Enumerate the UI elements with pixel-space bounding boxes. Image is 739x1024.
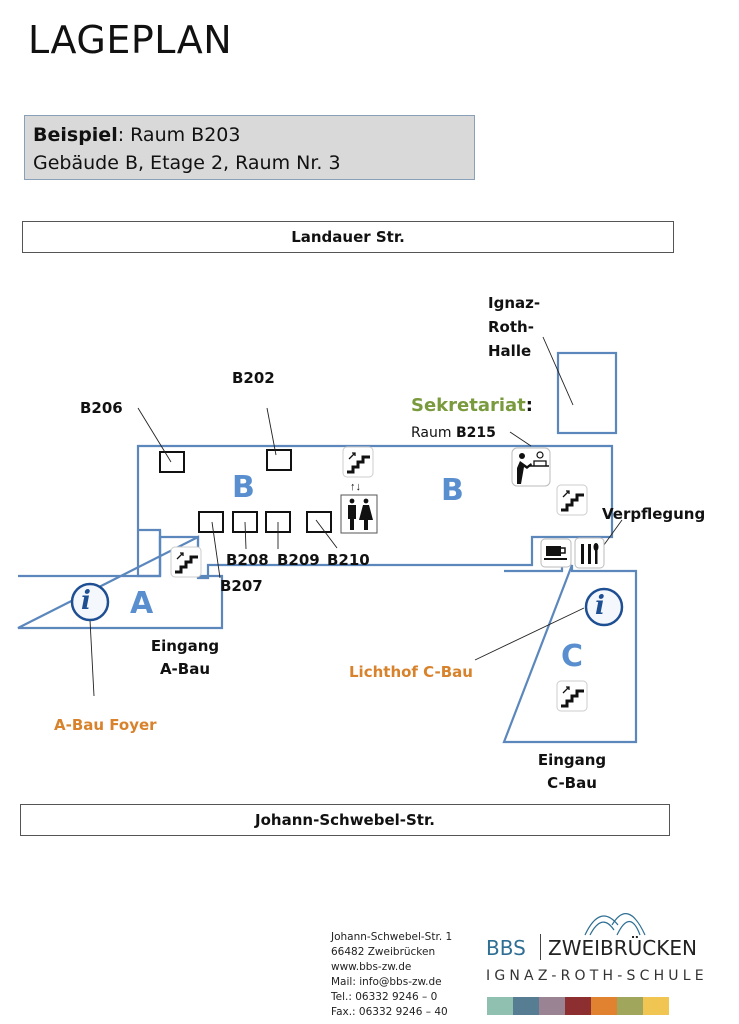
- logo-stripe: [487, 997, 513, 1015]
- street-landauer: Landauer Str.: [22, 221, 674, 253]
- room-b210: [306, 511, 332, 533]
- building-a-outline: [17, 530, 224, 630]
- logo-stripe: [513, 997, 539, 1015]
- info-icon-a: [70, 582, 110, 622]
- logo-city: ZWEIBRÜCKEN: [548, 936, 697, 960]
- building-label-b-left: B: [232, 470, 255, 505]
- entrance-a-line-2: A-Bau: [159, 660, 211, 678]
- logo-stripe: [539, 997, 565, 1015]
- info-icon-c: [584, 587, 624, 627]
- room-b202: [266, 449, 292, 471]
- secretariat-room: Raum B215: [411, 425, 496, 441]
- building-label-b-right: B: [441, 473, 464, 508]
- room-label-b202: B202: [232, 369, 275, 387]
- room-b206: [159, 451, 185, 473]
- secretariat-icon: [511, 447, 551, 487]
- room-label-b209: B209: [277, 551, 320, 569]
- building-label-a: A: [130, 586, 154, 621]
- stairs-icon-a: [169, 545, 203, 579]
- example-line-2: Gebäude B, Etage 2, Raum Nr. 3: [33, 152, 341, 174]
- address-email[interactable]: Mail: info@bbs-zw.de: [331, 976, 442, 988]
- secretariat-room-number: B215: [455, 425, 496, 441]
- elevator-icon: [340, 494, 378, 534]
- logo-stripe: [643, 997, 669, 1015]
- leader-b207: [211, 521, 221, 579]
- address-fax: Fax.: 06332 9246 – 40: [331, 1006, 448, 1018]
- leader-lines: [89, 336, 623, 697]
- logo-stripe: [591, 997, 617, 1015]
- leader-halle: [542, 336, 574, 406]
- hall-label: Ignaz- Roth- Halle: [488, 291, 540, 363]
- foyer-a-label: A-Bau Foyer: [54, 716, 157, 734]
- room-label-b207: B207: [220, 577, 263, 595]
- coffee-icon: [540, 538, 572, 568]
- leader-b202: [266, 407, 277, 456]
- address-phone: Tel.: 06332 9246 – 0: [331, 991, 438, 1003]
- info-letter-a: i: [81, 586, 91, 616]
- entrance-c-line-1: Eingang: [537, 751, 607, 769]
- logo-bbs: BBS: [486, 936, 526, 960]
- room-b207: [198, 511, 224, 533]
- hall-label-line-2: Roth-: [488, 318, 534, 336]
- building-label-c: C: [561, 639, 584, 674]
- leader-lichthof-c: [474, 607, 585, 661]
- logo-arches-icon: [584, 913, 646, 936]
- secretariat-room-prefix: Raum: [411, 425, 456, 441]
- info-letter-c: i: [595, 591, 605, 621]
- secretariat-title-text: Sekretariat: [411, 395, 526, 416]
- logo-separator: [540, 934, 541, 960]
- leader-b215: [509, 431, 532, 447]
- elevator-arrows-icon: ↑↓: [350, 481, 361, 493]
- atrium-c-label: Lichthof C-Bau: [349, 663, 473, 681]
- room-label-b206: B206: [80, 399, 123, 417]
- entrance-c-label: Eingang C-Bau: [537, 749, 607, 795]
- leader-b210: [315, 519, 338, 549]
- room-label-b210: B210: [327, 551, 370, 569]
- leader-foyer-a: [89, 619, 95, 697]
- address-city: 66482 Zweibrücken: [331, 946, 436, 958]
- leader-b208: [244, 521, 247, 550]
- entrance-c-line-2: C-Bau: [547, 774, 597, 792]
- secretariat-title: Sekretariat:: [411, 395, 533, 416]
- logo-stripe: [565, 997, 591, 1015]
- stairs-icon-b-right: [555, 483, 589, 517]
- logo-stripe: [617, 997, 643, 1015]
- example-line-1: Beispiel: Raum B203: [33, 121, 466, 149]
- address-website[interactable]: www.bbs-zw.de: [331, 961, 412, 973]
- stairs-icon-c: [555, 679, 589, 713]
- ignaz-roth-halle-outline: [556, 351, 618, 435]
- footer-address: Johann-Schwebel-Str. 1 66482 Zweibrücken…: [331, 930, 452, 1020]
- entrance-a-label: Eingang A-Bau: [150, 635, 220, 681]
- example-room: : Raum B203: [117, 124, 241, 146]
- hall-label-line-3: Halle: [488, 342, 532, 360]
- catering-label: Verpflegung: [602, 505, 706, 523]
- entrance-a-line-1: Eingang: [150, 637, 220, 655]
- address-street: Johann-Schwebel-Str. 1: [331, 931, 453, 943]
- room-label-b208: B208: [226, 551, 269, 569]
- page-title: LAGEPLAN: [28, 18, 233, 62]
- example-bold-label: Beispiel: [33, 124, 118, 146]
- secretariat-colon: :: [525, 395, 533, 416]
- leader-b206: [137, 407, 172, 463]
- hall-label-line-1: Ignaz-: [488, 294, 541, 312]
- example-box: Beispiel: Raum B203 Gebäude B, Etage 2, …: [24, 115, 475, 180]
- logo-school-name: IGNAZ-ROTH-SCHULE: [486, 968, 708, 984]
- stairs-icon-b-center: [341, 445, 375, 479]
- building-b-inner-wall: [138, 528, 162, 576]
- street-johann-schwebel: Johann-Schwebel-Str.: [20, 804, 670, 836]
- cutlery-icon: [574, 537, 605, 569]
